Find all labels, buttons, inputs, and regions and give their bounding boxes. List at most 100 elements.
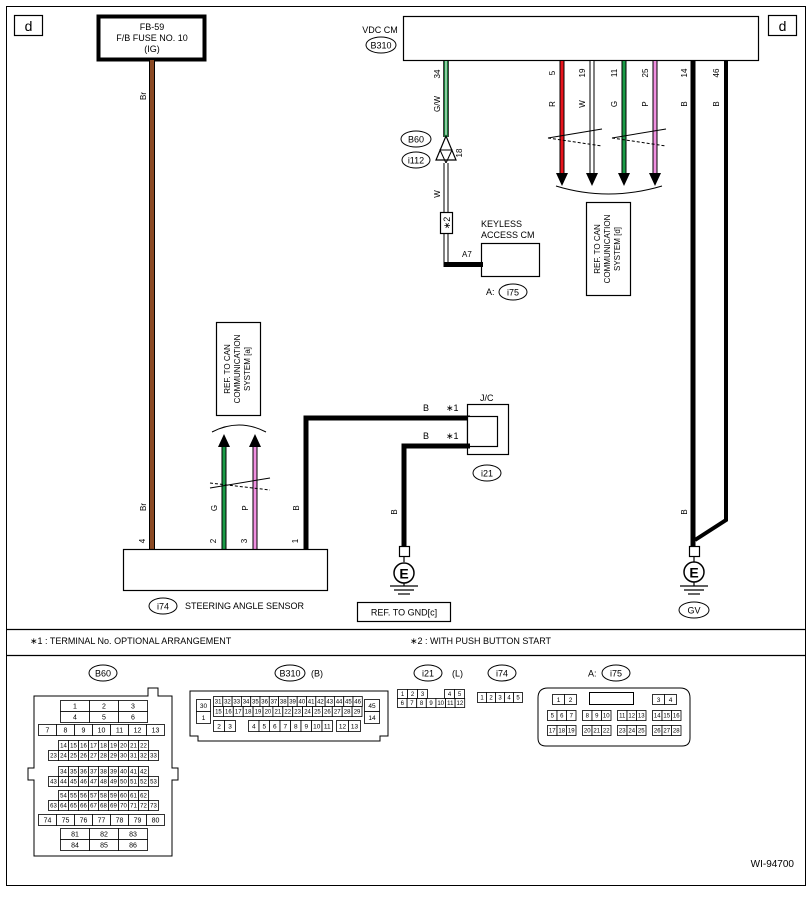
ground-left-ref-box [356, 601, 452, 623]
sensor-wire-p: P [241, 505, 250, 510]
i21-pin: 1 [401, 692, 405, 698]
vdc-cm-connector: B310 [370, 41, 391, 51]
svg-text:(IG): (IG) [144, 44, 160, 54]
i75-pin: 13 [638, 714, 645, 720]
b310-pin: 13 [351, 723, 359, 730]
i21-pin: 10 [437, 701, 444, 707]
page-tag-right: d [779, 18, 787, 34]
svg-text:F/B FUSE NO. 10: F/B FUSE NO. 10 [116, 33, 188, 43]
b310-pin: 16 [225, 710, 232, 716]
b60-pin: 77 [98, 818, 106, 825]
i21-pin: 7 [410, 701, 414, 707]
b60-title: B60 [95, 669, 111, 679]
b60-pin: 86 [129, 843, 137, 850]
i75-pin: 19 [568, 729, 575, 735]
b310-pin: 21 [275, 710, 282, 716]
b60-pin: 56 [80, 794, 87, 800]
b60-pin: 31 [130, 754, 137, 760]
b60-pin: 40 [120, 770, 127, 776]
i74-cell [513, 692, 523, 703]
b60-pin: 24 [60, 754, 67, 760]
b310-pin: 22 [284, 710, 291, 716]
b60-pin: 55 [70, 794, 77, 800]
b60-pin: 49 [110, 780, 117, 786]
b60-cell [148, 776, 159, 787]
i74-pin: 2 [489, 696, 493, 702]
i75-cell [601, 710, 612, 721]
i75-pin: 4 [669, 697, 673, 704]
b310-pin: 30 [200, 703, 208, 710]
b60-pin: 32 [140, 754, 147, 760]
b60-pin: 85 [100, 843, 108, 850]
i75-pin: 2 [569, 697, 573, 704]
b60-pin: 30 [120, 754, 127, 760]
b60-pin: 44 [60, 780, 67, 786]
b310-pin: 38 [280, 700, 287, 706]
ground-left-symbol: E [399, 566, 408, 582]
vdc-wire-r: R [548, 101, 557, 107]
i75-cell [566, 710, 577, 721]
b60-pin: 84 [71, 843, 79, 850]
vdc-wire-p: P [641, 101, 650, 106]
b310-pin: 43 [326, 700, 333, 706]
b60-pin: 13 [152, 728, 160, 735]
sensor-pin-1: 1 [291, 538, 300, 543]
keyless-title-2: ACCESS CM [481, 230, 535, 240]
b60-pin: 25 [70, 754, 77, 760]
figure-id: WI-94700 [751, 859, 795, 870]
b310-cell [351, 706, 363, 717]
b60-pin: 23 [50, 754, 57, 760]
vdc-can-wires [547, 61, 667, 195]
i75-pin: 15 [663, 714, 670, 720]
vdc-ground-wire-46 [693, 61, 728, 542]
b60-pin: 10 [98, 728, 106, 735]
b60-pin: 53 [150, 780, 157, 786]
b60-pin: 6 [131, 715, 135, 722]
keyless-pin-a7: A7 [462, 250, 472, 259]
b60-pin: 27 [90, 754, 97, 760]
b60-pin: 1 [73, 704, 77, 711]
sensor-conn: i74 [157, 602, 169, 612]
b310-pin: 42 [317, 700, 324, 706]
vdc-wire-w: W [578, 100, 587, 108]
b310-cell [224, 720, 236, 732]
i75-cell [636, 725, 647, 736]
b60-pin: 42 [140, 770, 147, 776]
joint-wire-w: W [433, 190, 442, 198]
b60-pin: 51 [130, 780, 137, 786]
vdc-pin-5: 5 [548, 70, 557, 75]
b60-pin: 69 [110, 804, 117, 810]
b60-pin: 26 [80, 754, 87, 760]
joint-connector-jc [466, 403, 510, 456]
ground-right-conn: GV [687, 606, 700, 616]
b60-pin: 63 [50, 804, 57, 810]
b60-cell [148, 800, 159, 811]
b60-pin: 61 [130, 794, 137, 800]
b310-pin: 5 [262, 723, 266, 730]
b60-pin: 15 [70, 744, 77, 750]
b60-cell [148, 750, 159, 761]
b60-pin: 5 [102, 715, 106, 722]
b60-pin: 29 [110, 754, 117, 760]
b60-pin: 58 [100, 794, 107, 800]
b60-pin: 18 [100, 744, 107, 750]
b60-pin: 81 [71, 832, 79, 839]
i75-pin: 8 [586, 714, 590, 720]
i75-pin: 22 [603, 729, 610, 735]
jc-ground-wire [401, 443, 470, 548]
b310-pin: 8 [294, 723, 298, 730]
vdc-pin-34: 34 [433, 69, 442, 78]
vdc-cm-title: VDC CM [362, 25, 398, 35]
page-tag-left: d [25, 18, 33, 34]
b310-pin: 23 [294, 710, 301, 716]
i75-pin: 21 [593, 729, 600, 735]
ground-right-wire-color: B [680, 509, 689, 514]
vdc-pin-46: 46 [712, 68, 721, 77]
i75-title: i75 [610, 669, 622, 679]
i75-pin: 1 [557, 697, 561, 704]
i21-pin: 2 [411, 692, 415, 698]
i75-pin: 23 [619, 729, 626, 735]
